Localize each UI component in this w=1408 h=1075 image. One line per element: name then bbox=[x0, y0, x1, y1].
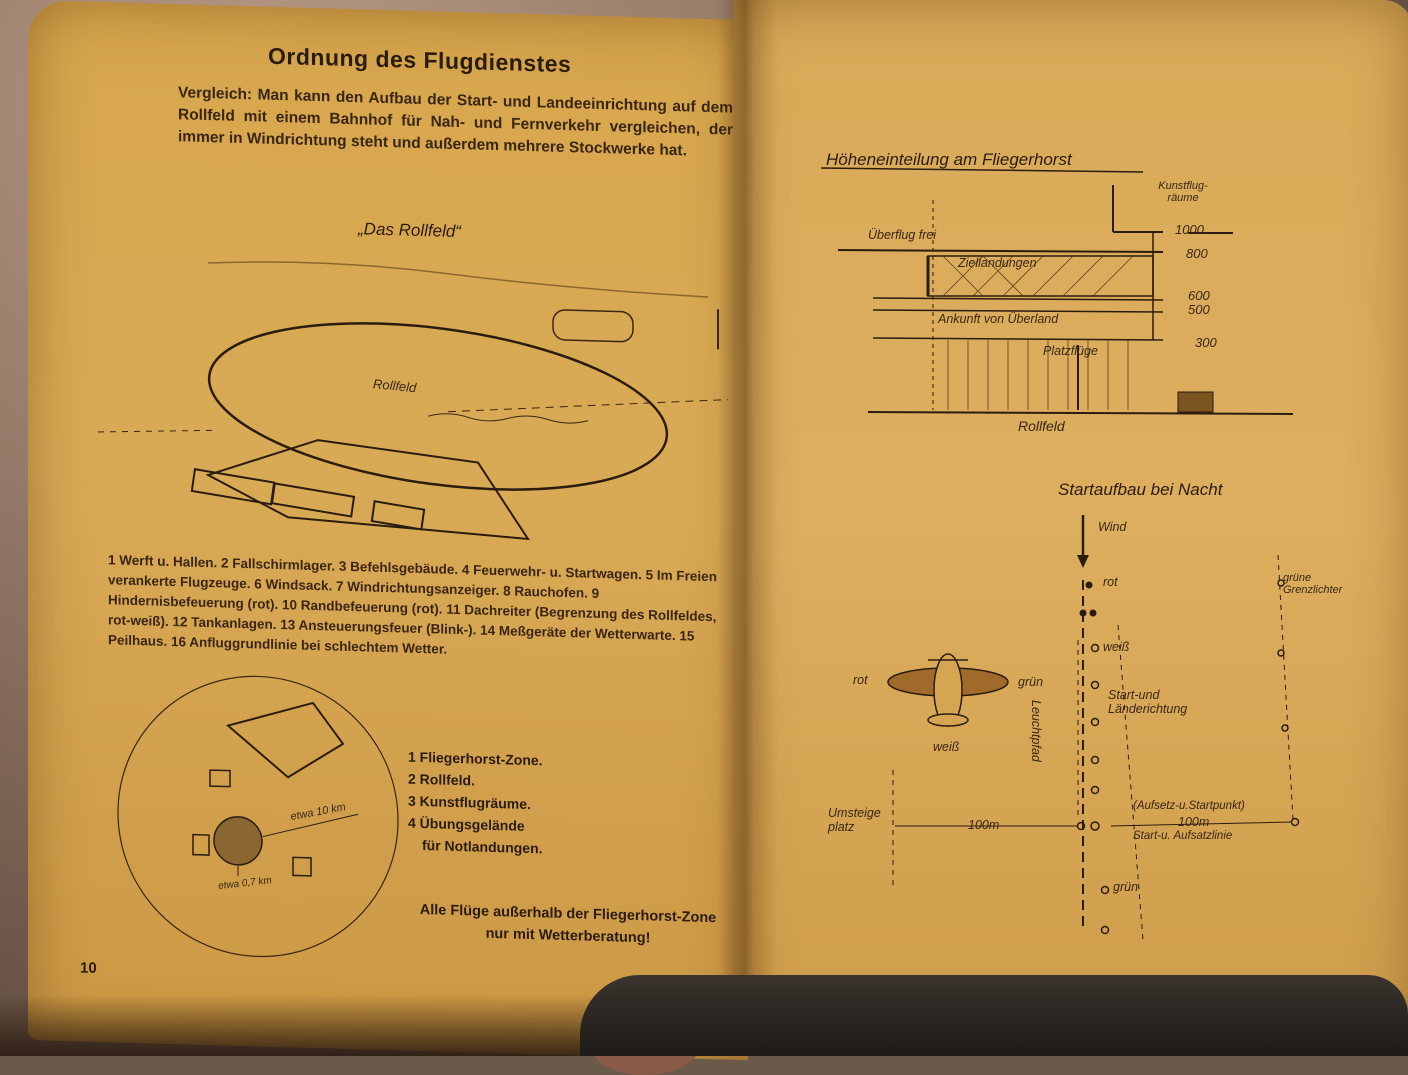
label-ueberflug: Überflug frei bbox=[868, 228, 937, 242]
altitude-label: 300 bbox=[1195, 335, 1217, 350]
rollfeld-legend: 1 Werft u. Hallen. 2 Fallschirmlager. 3 … bbox=[108, 552, 717, 657]
label-distance-right: 100m bbox=[1178, 815, 1210, 829]
label-plane-rot: rot bbox=[853, 673, 868, 687]
height-diagram-title: Höheneinteilung am Fliegerhorst bbox=[826, 150, 1072, 169]
label-plane-gruen: grün bbox=[1018, 675, 1044, 689]
altitude-label: 800 bbox=[1186, 246, 1208, 261]
label-distance-left: 100m bbox=[968, 818, 1000, 832]
height-diagram bbox=[820, 167, 1294, 415]
label-plane-weiss: weiß bbox=[933, 740, 960, 754]
zone-list: 1 Fliegerhorst-Zone. 2 Rollfeld. 3 Kunst… bbox=[408, 746, 543, 860]
open-booklet: Ordnung des Flugdienstes Vergleich: Man … bbox=[28, 0, 1408, 1061]
label-umsteigeplatz: Umsteige platz bbox=[828, 806, 881, 834]
label-platzfluege: Platzflüge bbox=[1043, 344, 1098, 358]
label-rot: rot bbox=[1103, 575, 1118, 589]
label-gruen: grün bbox=[1113, 880, 1139, 894]
label-start-landerichtung: Start-und Länderichtung bbox=[1108, 688, 1188, 716]
label-aufsetzpunkt: (Aufsetz-u.Startpunkt) bbox=[1133, 800, 1245, 812]
altitude-label: 600 bbox=[1188, 288, 1210, 303]
label-gruene-grenzlichter: grüne Grenzlichter bbox=[1283, 572, 1343, 596]
altitude-label: 1000 bbox=[1175, 222, 1204, 237]
night-diagram-title: Startaufbau bei Nacht bbox=[1058, 480, 1223, 499]
label-leuchtpfad: Leuchtpfad bbox=[1029, 700, 1043, 762]
label-weiss: weiß bbox=[1103, 640, 1130, 654]
zone-item: für Notlandungen. bbox=[422, 837, 543, 857]
label-rollfeld: Rollfeld bbox=[1018, 418, 1065, 434]
page-number-left: 10 bbox=[80, 959, 97, 977]
sleeve-foreground bbox=[580, 975, 1408, 1056]
label-ziellandungen: Ziellandungen bbox=[958, 256, 1037, 270]
right-page: Höheneinteilung am Fliegerhorst bbox=[733, 0, 1408, 1040]
label-kunstflug: Kunstflug-räume bbox=[1158, 180, 1208, 204]
label-startlinie: Start-u. Aufsatzlinie bbox=[1133, 830, 1233, 842]
altitude-label: 500 bbox=[1188, 302, 1210, 317]
weather-warning: Alle Flüge außerhalb der Fliegerhorst-Zo… bbox=[419, 901, 717, 947]
night-layout-diagram bbox=[887, 515, 1300, 941]
label-wind: Wind bbox=[1098, 520, 1127, 534]
left-page: Ordnung des Flugdienstes Vergleich: Man … bbox=[28, 0, 748, 1061]
label-ankunft: Ankunft von Überland bbox=[938, 312, 1059, 326]
rollfeld-illustration bbox=[97, 261, 729, 958]
book-gutter bbox=[718, 0, 778, 1040]
